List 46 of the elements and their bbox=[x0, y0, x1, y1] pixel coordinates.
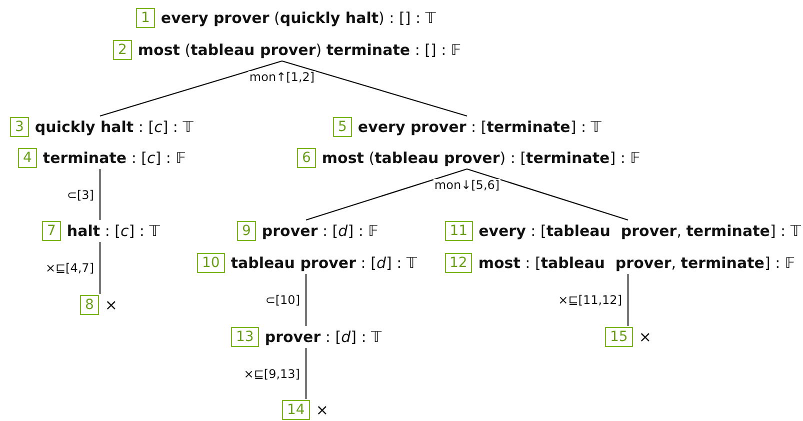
tree-branch-line bbox=[306, 168, 468, 221]
tree-branch-line bbox=[466, 168, 628, 221]
edge-label: ×⊑[11,12] bbox=[557, 294, 623, 306]
formula: terminate : [c] : 𝔽 bbox=[42, 150, 186, 166]
line-number: 2 bbox=[113, 40, 132, 60]
tree-branch-line bbox=[100, 60, 282, 117]
tree-branch-line bbox=[99, 242, 101, 294]
formula: every : [tableau prover, terminate] : 𝕋 bbox=[478, 224, 801, 238]
line-number: 9 bbox=[237, 221, 256, 241]
line-number: 6 bbox=[297, 148, 316, 168]
formula: × bbox=[316, 402, 328, 418]
line-number: 3 bbox=[10, 117, 29, 137]
formula: most (tableau prover) : [terminate] : 𝔽 bbox=[322, 150, 640, 166]
formula: halt : [c] : 𝕋 bbox=[66, 224, 160, 238]
tree-branch-line bbox=[305, 348, 307, 399]
tree-branch-line bbox=[282, 60, 468, 117]
edge-label: ×⊑[9,13] bbox=[242, 368, 301, 380]
tree-branch-line bbox=[99, 169, 101, 220]
line-number: 15 bbox=[605, 327, 633, 347]
line-number: 4 bbox=[18, 148, 37, 168]
formula: tableau prover : [d] : 𝕋 bbox=[230, 256, 418, 270]
line-number: 1 bbox=[136, 8, 155, 28]
line-number: 13 bbox=[231, 327, 259, 347]
line-number: 14 bbox=[282, 400, 310, 420]
formula: prover : [d] : 𝕋 bbox=[264, 330, 382, 344]
formula: most (tableau prover) terminate : [] : 𝔽 bbox=[138, 42, 462, 58]
formula: most : [tableau prover, terminate] : 𝔽 bbox=[478, 256, 795, 270]
formula: prover : [d] : 𝔽 bbox=[262, 224, 378, 238]
edge-label: mon↓[5,6] bbox=[433, 179, 501, 191]
tree-branch-line bbox=[627, 274, 629, 326]
line-number: 5 bbox=[333, 117, 352, 137]
formula: × bbox=[104, 298, 118, 312]
formula: every prover : [terminate] : 𝕋 bbox=[358, 120, 602, 134]
line-number: 11 bbox=[444, 221, 473, 241]
line-number: 7 bbox=[42, 221, 61, 241]
edge-label: ⊂[3] bbox=[66, 188, 95, 200]
edge-label: ⊂[10] bbox=[264, 294, 301, 306]
edge-label: mon↑[1,2] bbox=[248, 71, 316, 83]
edge-label: ×⊑[4,7] bbox=[44, 262, 95, 274]
line-number: 8 bbox=[80, 295, 99, 315]
line-number: 10 bbox=[197, 253, 225, 273]
formula: quickly halt : [c] : 𝕋 bbox=[34, 120, 194, 134]
formula: every prover (quickly halt) : [] : 𝕋 bbox=[160, 10, 436, 26]
formula: × bbox=[638, 330, 652, 344]
line-number: 12 bbox=[444, 253, 472, 273]
tree-branch-line bbox=[305, 274, 307, 326]
